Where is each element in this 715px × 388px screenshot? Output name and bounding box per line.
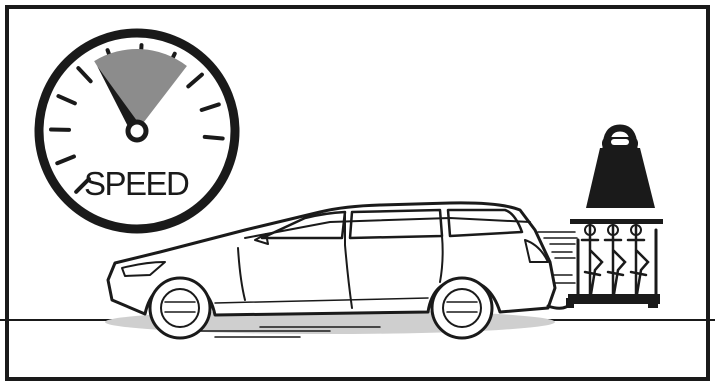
gauge-label: SPEED [84,164,188,204]
car-front-wheel [150,278,210,338]
bike-rack-icon [566,219,663,308]
weight-icon [586,128,655,208]
car-rear-wheel [432,278,492,338]
gauge-hub [128,122,146,140]
gauge-tick [205,137,223,139]
